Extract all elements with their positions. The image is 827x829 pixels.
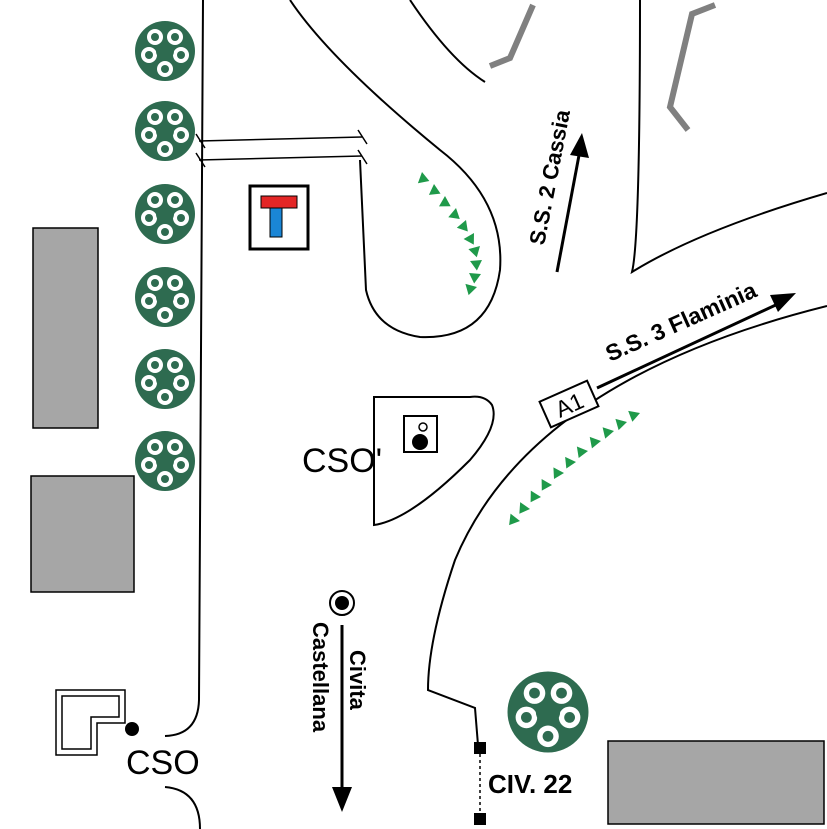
cso-prime-label: CSO' <box>302 442 382 480</box>
tree-icon <box>135 431 195 491</box>
ramp-gray-1 <box>488 3 536 69</box>
civita-label-1: Civita <box>345 650 370 711</box>
hedge-loop <box>417 172 483 297</box>
tree-icon <box>507 671 589 753</box>
loop-ramp <box>289 0 502 339</box>
cassia-arrow-line <box>555 149 582 273</box>
dead-end-sign-icon <box>248 184 310 251</box>
tree-icon <box>135 267 195 327</box>
cso-point-icon <box>125 722 139 736</box>
flaminia-arrowhead <box>770 293 796 312</box>
cassia-label: S.S. 2 Cassia <box>524 107 575 247</box>
station-marker-icon <box>403 415 438 453</box>
bridge <box>195 129 368 168</box>
road-edge-left <box>164 0 204 737</box>
road-edge-left-bottom <box>164 786 201 829</box>
tree-icon <box>135 184 195 244</box>
cso-label: CSO <box>126 744 200 782</box>
flaminia-arrow-line <box>596 301 781 390</box>
road-right-inner <box>630 0 827 275</box>
traffic-island <box>373 395 495 527</box>
ramp-gray-2 <box>666 2 717 132</box>
civita-marker <box>329 590 355 616</box>
road-top-center <box>409 0 486 83</box>
tree-icon <box>135 349 195 409</box>
hedge-curve <box>504 410 640 529</box>
tree-icon <box>135 21 195 81</box>
civ22-label: CIV. 22 <box>488 769 572 799</box>
tree-icon <box>135 101 195 161</box>
building-left-upper <box>32 227 99 429</box>
building-left-lower <box>30 475 135 593</box>
civita-arrowhead <box>332 787 352 812</box>
tree-row <box>135 21 195 491</box>
building-outline <box>55 689 126 756</box>
building-bottom-right <box>607 740 825 825</box>
a1-shield: A1 <box>538 379 600 429</box>
civita-label-2: Castellana <box>308 622 333 733</box>
civ22-marker <box>474 742 486 825</box>
cassia-arrowhead <box>570 133 589 158</box>
road-curve-flaminia <box>426 305 827 746</box>
